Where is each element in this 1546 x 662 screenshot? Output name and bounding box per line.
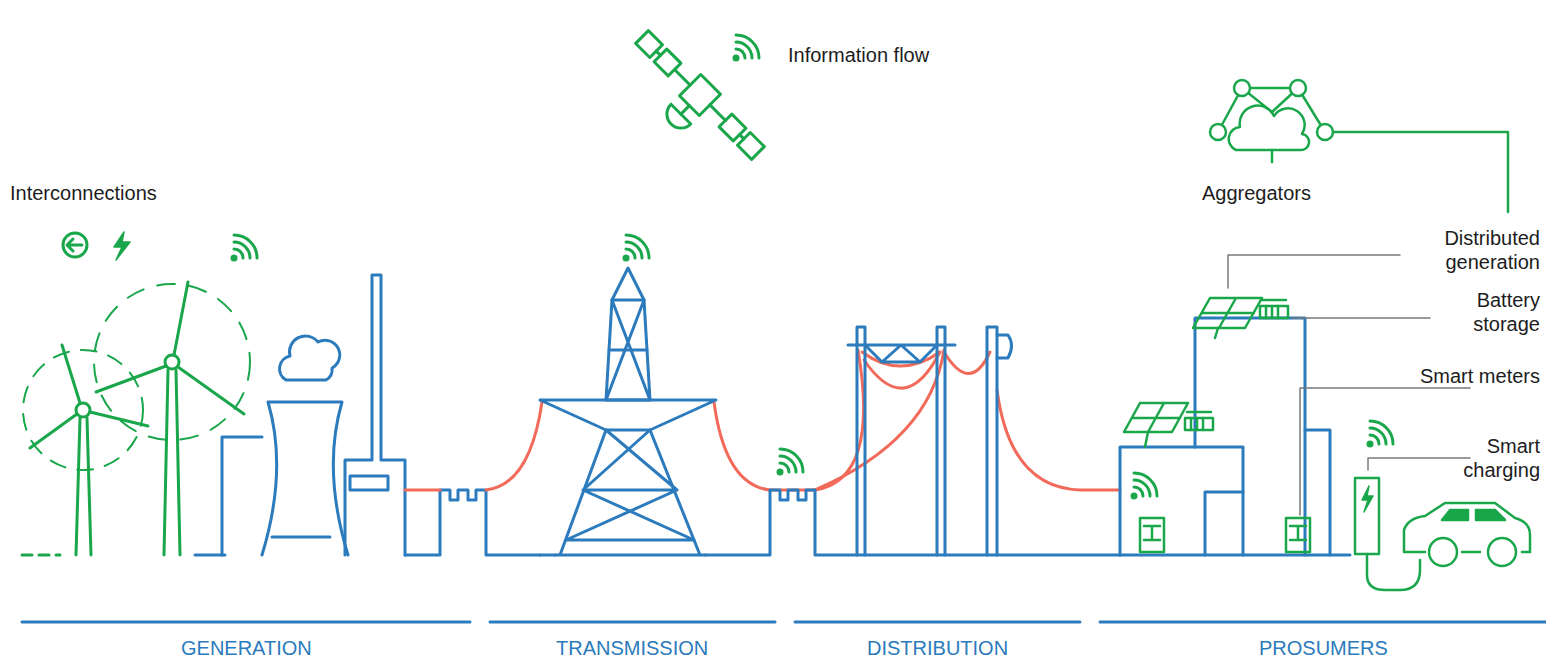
interconnection-icons	[63, 232, 130, 260]
callout-label: Smart charging	[1414, 434, 1540, 482]
prosumer-devices	[1124, 298, 1530, 590]
power-lines	[405, 350, 1120, 490]
caption-label: Interconnections	[10, 181, 157, 205]
satellite	[613, 26, 769, 182]
callout-label: Distributed generation	[1414, 226, 1540, 274]
distribution-poles	[848, 327, 1012, 555]
wifi-icons	[231, 35, 1394, 500]
wind-turbines	[22, 282, 250, 555]
callout-label: Battery storage	[1414, 288, 1540, 336]
prosumer-buildings	[1120, 318, 1350, 555]
section-label: GENERATION	[181, 636, 312, 660]
section-label: PROSUMERS	[1259, 636, 1388, 660]
section-label: TRANSMISSION	[556, 636, 708, 660]
section-bars	[22, 621, 1546, 624]
power-plant	[195, 275, 540, 555]
caption-label: Information flow	[788, 43, 929, 67]
callout-label: Smart meters	[1414, 364, 1540, 388]
section-label: DISTRIBUTION	[867, 636, 1008, 660]
transmission-tower	[540, 268, 1120, 555]
steam-cloud	[280, 336, 340, 380]
caption-label: Aggregators	[1202, 181, 1311, 205]
